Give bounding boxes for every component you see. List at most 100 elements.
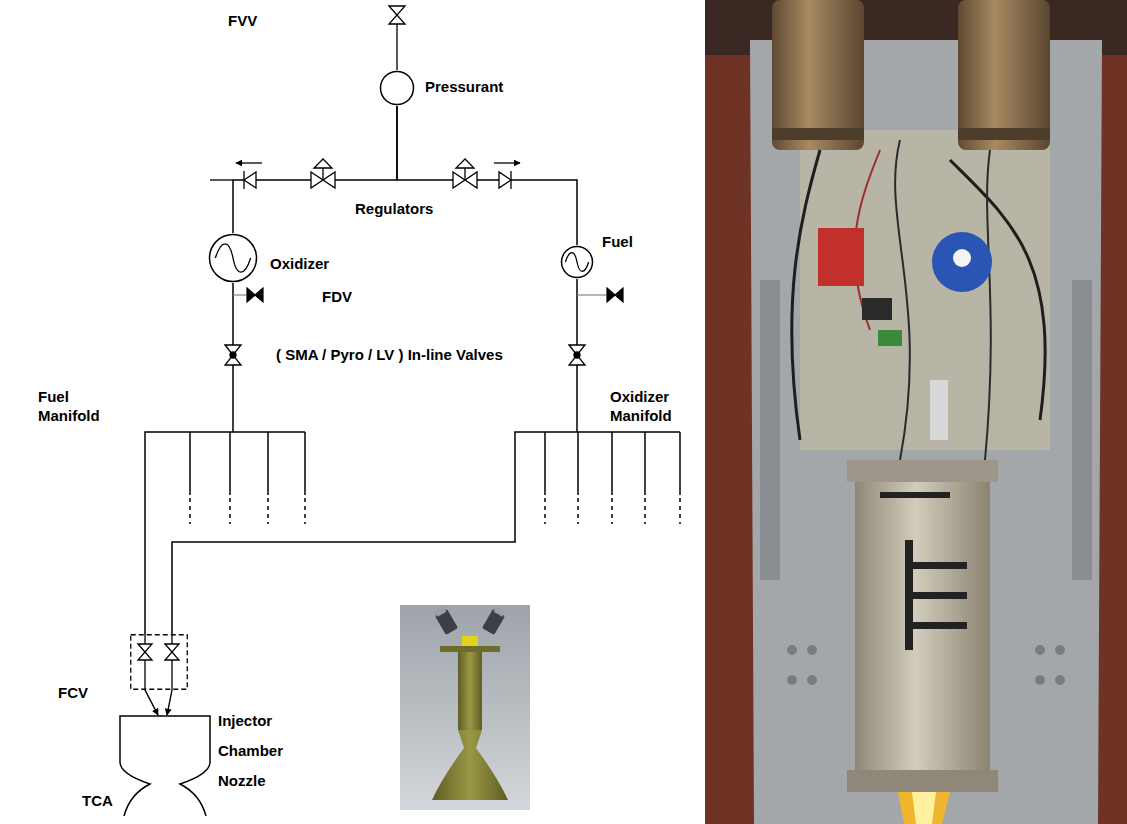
test-stand-photo (750, 40, 1102, 824)
text-holder: TCA (82, 792, 113, 811)
manifold-lines (190, 432, 680, 524)
check-valve-symbol (244, 172, 256, 188)
thruster-render (462, 636, 478, 646)
node-label: Oxidizer (270, 255, 329, 274)
test-stand-photo (807, 675, 817, 685)
node-label: TCA (82, 792, 113, 811)
text-holder: Pressurant (425, 78, 503, 97)
flow-control-valve-symbol (144, 660, 145, 690)
test-stand-photo (932, 232, 992, 292)
manifold-lines (544, 498, 546, 524)
oxidizer-tank: Oxidizer (208, 233, 258, 283)
test-stand-photo (1055, 645, 1065, 655)
test-stand-photo (807, 645, 817, 655)
manifold-lines (545, 498, 680, 524)
tank-outline (210, 235, 257, 282)
vent-valve-symbol (389, 6, 405, 70)
manifold-lines (544, 432, 546, 495)
test-stand-photo (898, 792, 950, 824)
in-line-valve-symbol (225, 345, 585, 365)
dashed-outline (131, 635, 188, 690)
tank-outline (562, 247, 593, 278)
check-valve-symbol (510, 171, 511, 189)
in-line-valve-symbol (574, 352, 580, 358)
thruster-render (440, 646, 500, 652)
test-stand-photo (847, 770, 998, 792)
thruster-render (482, 605, 507, 635)
node-label: Fuel (602, 233, 633, 252)
feed-line (145, 690, 158, 715)
node-label: Chamber (218, 742, 283, 761)
text-holder: ( SMA / Pyro / LV ) In-line Valves (276, 346, 503, 365)
manifold-lines (577, 498, 579, 524)
thruster-render (458, 652, 482, 730)
flow-control-valve-symbol (144, 634, 145, 644)
manifold-label: Oxidizer Manifold (610, 388, 690, 426)
manifold-lines (304, 432, 306, 495)
manifold-lines (189, 432, 191, 495)
node-shape (208, 233, 258, 283)
manifold-lines (611, 432, 613, 495)
check-valve-symbol (494, 162, 520, 163)
text-holder: Chamber (218, 742, 283, 761)
test-stand-photo (792, 150, 820, 440)
thruster-render (433, 605, 458, 635)
test-stand-photo (905, 622, 967, 629)
regulator-symbol (311, 159, 477, 188)
node-label: Nozzle (218, 772, 266, 791)
fill-drain-valve-symbol (607, 288, 623, 302)
manifold-lines (233, 431, 305, 433)
thruster-render (435, 606, 447, 616)
test-stand-photo (772, 128, 864, 140)
manifold-lines (679, 498, 681, 524)
manifold-lines (229, 432, 231, 495)
manifold-lines (190, 498, 305, 524)
text-holder: FVV (228, 12, 257, 31)
test-stand-photo (772, 0, 864, 150)
test-stand-photo (855, 470, 990, 780)
text-holder: Fuel (602, 233, 633, 252)
feed-line (397, 106, 577, 245)
test-stand-photo (787, 645, 797, 655)
in-line-valve-symbol (225, 345, 241, 365)
flow-control-valve-symbol (171, 660, 172, 690)
text-holder: FDV (322, 288, 352, 307)
vent-valve-symbol (389, 6, 405, 24)
thruster-render (494, 606, 506, 616)
manifold-lines (577, 432, 579, 495)
test-stand-photo (895, 140, 910, 460)
valve-label: ( SMA / Pyro / LV ) In-line Valves (276, 346, 503, 365)
regulator-symbol (314, 159, 332, 168)
node-shape (379, 70, 415, 106)
chamber-outline (120, 716, 210, 816)
flow-control-valve-symbol (171, 634, 172, 644)
test-stand-photo (800, 130, 1050, 450)
flow-control-valve-symbol (138, 634, 179, 715)
text-holder: FCV (58, 684, 88, 703)
in-line-valve-symbol (230, 352, 236, 358)
text-holder: Oxidizer Manifold (610, 388, 690, 426)
test-stand-photo (1035, 645, 1045, 655)
manifold-lines (577, 431, 680, 433)
test-stand-photo (705, 0, 1127, 824)
flow-control-valve-box: FCV (130, 634, 188, 690)
test-stand-photo (705, 0, 1127, 824)
feed-line (145, 283, 233, 634)
test-stand-photo (760, 280, 780, 580)
manifold-lines (679, 432, 681, 495)
tank-outline (381, 72, 414, 105)
fill-drain-valve-symbol (577, 294, 607, 295)
fill-drain-valve-symbol (233, 288, 623, 302)
test-stand-photo (905, 562, 967, 569)
check-valve-symbol (499, 172, 511, 188)
flow-control-valve-symbol (167, 690, 172, 715)
thruster-render (400, 605, 530, 810)
test-stand-photo (878, 330, 902, 346)
test-stand-photo (953, 249, 971, 267)
manifold-lines (644, 432, 646, 495)
vent-valve-symbol (396, 24, 397, 70)
regulator-symbol (456, 159, 474, 168)
pressurant-tank: Pressurant (379, 70, 415, 106)
